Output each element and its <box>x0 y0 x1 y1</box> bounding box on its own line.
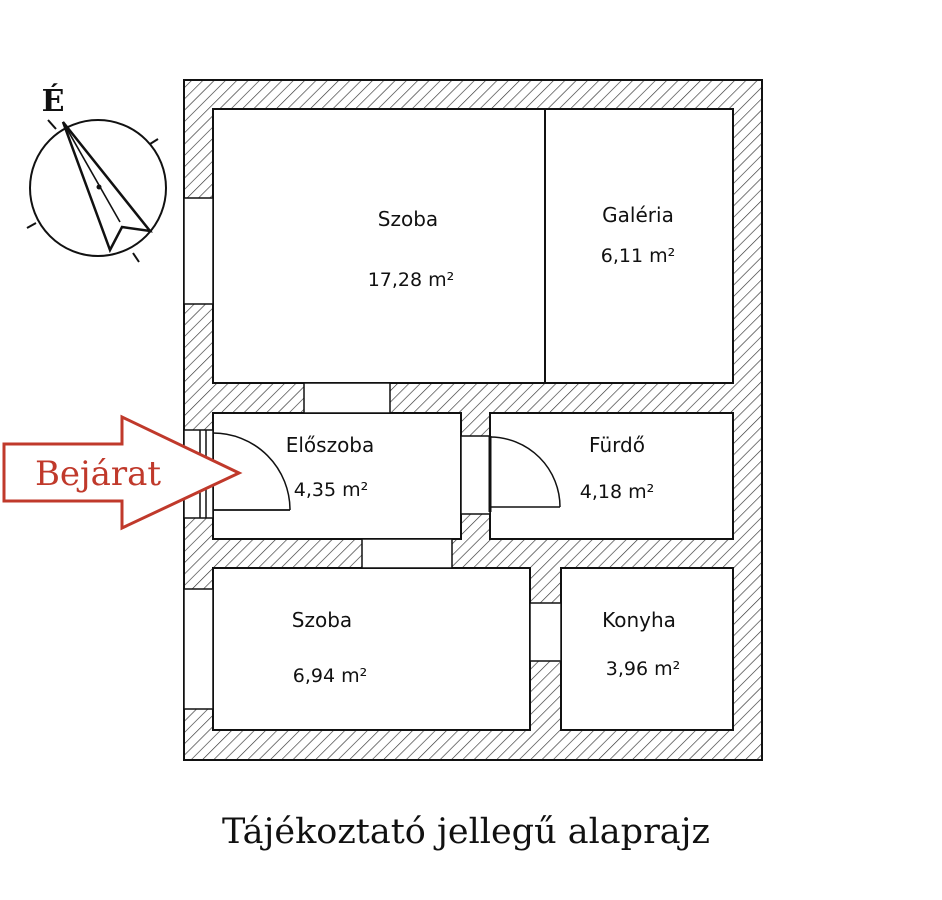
room-konyha <box>560 567 734 731</box>
window-left-top <box>183 197 214 305</box>
entrance-arrow-icon <box>2 414 243 531</box>
door-opening-bath <box>460 435 491 515</box>
room-area-galeria: 6,11 m² <box>601 245 675 267</box>
door-opening-kitchen <box>529 602 562 662</box>
room-name-furdo: Fürdő <box>589 433 645 457</box>
room-area-eloszoba: 4,35 m² <box>294 479 368 501</box>
door-opening-top <box>303 382 391 414</box>
door-swing-eloszoba <box>212 432 291 511</box>
room-area-szoba-small: 6,94 m² <box>293 665 367 687</box>
entrance-label: Bejárat <box>35 454 161 494</box>
room-area-szoba-large: 17,28 m² <box>368 269 455 291</box>
room-szoba-large <box>212 108 546 384</box>
room-area-furdo: 4,18 m² <box>580 481 654 503</box>
room-galeria <box>544 108 734 384</box>
door-opening-middle <box>361 538 453 569</box>
room-eloszoba <box>212 412 462 540</box>
room-furdo <box>489 412 734 540</box>
room-area-konyha: 3,96 m² <box>606 658 680 680</box>
room-name-konyha: Konyha <box>602 608 676 632</box>
room-name-szoba-large: Szoba <box>378 207 438 231</box>
window-left-bottom <box>183 588 214 710</box>
plan-caption: Tájékoztató jellegű alaprajz <box>222 812 710 852</box>
room-name-szoba-small: Szoba <box>292 608 352 632</box>
north-compass-icon <box>26 119 167 263</box>
room-name-galeria: Galéria <box>602 203 674 227</box>
north-label: É <box>42 83 65 119</box>
door-swing-bath <box>488 436 561 512</box>
room-szoba-small <box>212 567 531 731</box>
room-name-eloszoba: Előszoba <box>286 433 375 457</box>
